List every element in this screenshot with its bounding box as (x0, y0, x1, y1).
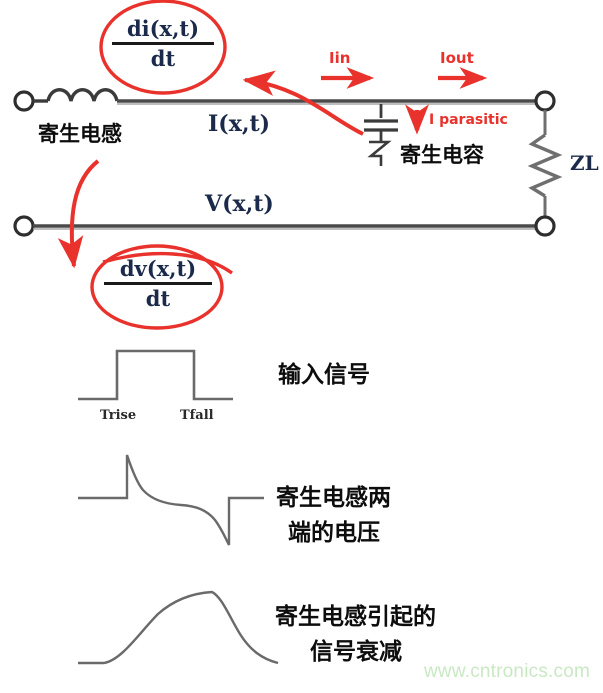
terminal-bottom-right (534, 215, 556, 237)
current-in-label: Iin (329, 49, 351, 67)
parasitic-inductance-label: 寄生电感 (38, 122, 122, 146)
di-dt-pointer-arrow (242, 70, 364, 136)
trise-tick-label: Trise (100, 408, 137, 423)
fraction-bar (104, 282, 212, 285)
capacitor-symbol (364, 104, 398, 166)
terminal-top-left (13, 90, 35, 112)
voltage-function-label: V(x,t) (205, 191, 274, 217)
parasitic-capacitance-label: 寄生电容 (400, 143, 484, 167)
waveform-inductor-voltage (78, 454, 264, 546)
formula-dv-dt: dv(x,t) dt (104, 256, 212, 311)
waveform-label-degraded-signal-line1: 寄生电感引起的 (275, 604, 436, 630)
ground-symbol (367, 140, 392, 166)
formula-di-dt-numerator: di(x,t) (126, 16, 200, 41)
waveform-label-inductor-voltage-line2: 端的电压 (288, 520, 380, 546)
formula-dv-dt-denominator: dt (145, 286, 171, 311)
waveform-label-inductor-voltage-line1: 寄生电感两 (276, 485, 391, 511)
formula-di-dt: di(x,t) dt (112, 16, 214, 71)
dv-dt-pointer-arrow (57, 159, 233, 275)
dv-dt-highlight-ellipse (90, 244, 224, 330)
site-watermark: www.cntronics.com (424, 661, 590, 682)
fraction-bar (112, 42, 214, 45)
di-dt-highlight-ellipse (99, 0, 227, 95)
terminal-bottom-left (13, 215, 35, 237)
current-parasitic-label: I parasitic (429, 112, 508, 128)
bottom-rail-wire (13, 215, 556, 237)
formula-dv-dt-numerator: dv(x,t) (119, 256, 197, 281)
load-impedance-label: ZL (570, 151, 599, 175)
waveform-label-degraded-signal-line2: 信号衰减 (310, 639, 402, 665)
waveform-degraded-signal (78, 590, 279, 665)
load-resistor-symbol (527, 110, 563, 217)
current-out-label: Iout (440, 49, 474, 67)
inductor-symbol (46, 88, 119, 102)
current-function-label: I(x,t) (208, 111, 271, 137)
waveform-label-input-signal: 输入信号 (278, 362, 370, 388)
waveform-input-signal (78, 349, 233, 401)
top-rail-wire (13, 88, 556, 112)
tfall-tick-label: Tfall (180, 408, 214, 423)
terminal-top-right (534, 90, 556, 112)
formula-di-dt-denominator: dt (150, 46, 176, 71)
